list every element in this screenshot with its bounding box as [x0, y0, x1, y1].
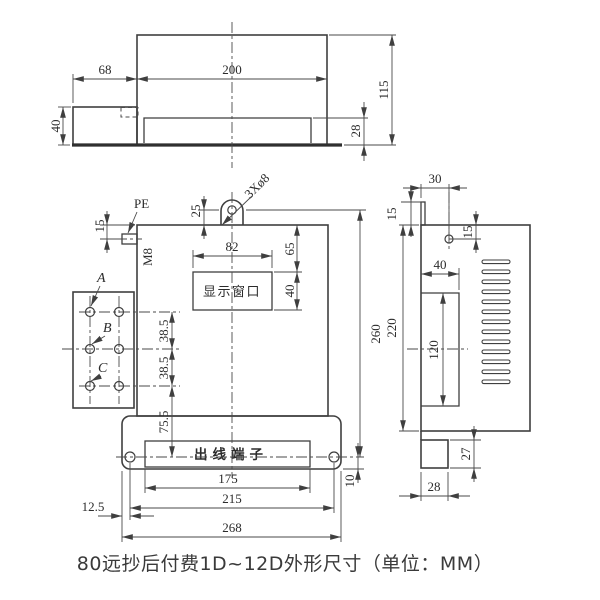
svg-text:260: 260 — [368, 324, 383, 344]
drawing-caption: 80远抄后付费1D~12D外形尺寸（单位：MM） — [77, 553, 493, 575]
dim-total-depth: 115 — [329, 34, 396, 146]
side-view: 30 15 15 40 220 120 — [384, 171, 531, 501]
dim-tab-height: 15 — [384, 190, 423, 237]
dim-hole-from-left: 30 — [403, 171, 467, 234]
side-top-tab — [420, 201, 426, 226]
dim-mounting-hole-span-horizontal: 215 — [129, 463, 335, 520]
svg-text:12.5: 12.5 — [82, 499, 105, 514]
dim-foot-height: 27 — [450, 426, 481, 482]
top-view-left-section — [72, 106, 138, 146]
top-view: 68 200 115 28 40 — [48, 22, 396, 168]
side-body — [420, 224, 531, 432]
svg-text:30: 30 — [429, 171, 442, 186]
svg-text:28: 28 — [428, 479, 441, 494]
svg-text:40: 40 — [434, 257, 447, 272]
side-foot — [420, 439, 449, 469]
front-view: 出线端子 显示窗口 A B C PE M8 — [62, 170, 383, 542]
phase-c-label: C — [98, 361, 108, 376]
dim-body-width: 200 — [137, 62, 327, 82]
top-view-terminal-cover — [143, 117, 312, 143]
svg-text:175: 175 — [218, 471, 238, 486]
svg-text:15: 15 — [92, 220, 107, 233]
svg-text:65: 65 — [282, 243, 297, 256]
dim-left-section-depth: 40 — [48, 106, 71, 146]
dim-overall-depth: 220 — [384, 225, 419, 432]
dim-hole-row-gaps: 38.5 38.5 75.5 — [156, 312, 175, 457]
terminal-block — [72, 291, 135, 409]
m8-label: M8 — [140, 248, 155, 266]
svg-text:115: 115 — [376, 80, 391, 99]
dim-overall-width: 268 — [121, 471, 342, 542]
dim-mounting-hole-span-vertical: 260 — [246, 209, 383, 457]
top-view-pe-stud-hidden — [120, 107, 139, 118]
ventilation-slots — [481, 259, 511, 385]
display-window — [192, 271, 273, 311]
svg-text:120: 120 — [426, 340, 441, 360]
svg-text:15: 15 — [460, 226, 475, 239]
dim-window-width: 82 — [192, 239, 273, 268]
dim-flange-hole-to-bottom: 10 — [342, 443, 364, 488]
dim-terminal-cover-width: 175 — [144, 469, 311, 493]
dim-base-depth: 28 — [313, 102, 368, 161]
dim-left-section-width: 68 — [72, 62, 137, 103]
side-recess — [421, 292, 460, 407]
svg-text:10: 10 — [342, 475, 357, 488]
dim-recess-width: 40 — [421, 257, 460, 290]
dim-recess-height: 120 — [407, 293, 468, 406]
svg-text:268: 268 — [222, 520, 242, 535]
terminal-holes — [62, 296, 180, 404]
outlet-terminal-label: 出线端子 — [194, 446, 268, 463]
svg-text:200: 200 — [222, 62, 242, 77]
svg-text:215: 215 — [222, 491, 242, 506]
dim-stud-center-offset: 15 — [92, 211, 135, 253]
pe-label: PE — [134, 196, 149, 211]
svg-text:15: 15 — [384, 208, 399, 221]
svg-text:220: 220 — [384, 318, 399, 338]
svg-text:38.5: 38.5 — [156, 320, 171, 343]
phase-labels: A B C — [90, 271, 112, 382]
svg-text:27: 27 — [458, 447, 473, 461]
phase-b-label: B — [103, 321, 112, 336]
svg-text:40: 40 — [48, 120, 63, 133]
svg-text:28: 28 — [348, 125, 363, 138]
svg-text:25: 25 — [188, 205, 203, 218]
svg-text:68: 68 — [99, 62, 112, 77]
display-window-label: 显示窗口 — [203, 284, 261, 300]
svg-text:75.5: 75.5 — [156, 411, 171, 434]
bottom-flange — [121, 415, 342, 470]
dim-window-top-offset: 65 — [274, 225, 302, 273]
svg-text:38.5: 38.5 — [156, 357, 171, 380]
dim-hole-from-top: 15 — [460, 211, 479, 253]
dim-flange-edge-to-hole: 12.5 — [82, 499, 154, 519]
outlet-terminal-cover — [144, 440, 311, 468]
dim-window-height: 40 — [274, 272, 302, 311]
dim-ear-hole-offset: 25 — [188, 196, 219, 239]
svg-text:40: 40 — [282, 285, 297, 298]
pe-leader — [127, 211, 138, 234]
dim-foot-width: 28 — [399, 472, 470, 501]
mounting-holes-label: 3Xø8 — [241, 170, 272, 201]
phase-a-label: A — [96, 271, 106, 286]
svg-text:82: 82 — [226, 239, 239, 254]
mounting-holes-leader — [221, 195, 253, 226]
